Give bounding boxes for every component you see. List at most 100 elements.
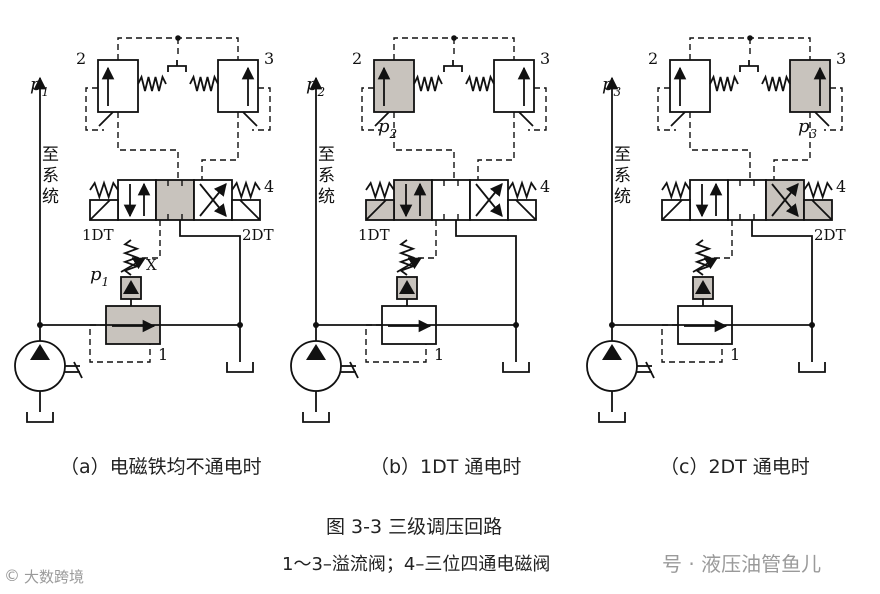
valve-number-1: 1 — [730, 345, 740, 364]
figure-title: 图 3-3 三级调压回路 — [326, 516, 503, 538]
solenoid-2dt — [231, 199, 261, 221]
pump-triangle — [306, 344, 326, 360]
pilot-line-3-to-4 — [477, 112, 515, 180]
tank-pump — [598, 412, 626, 423]
solenoid-2dt-diag — [811, 199, 833, 221]
solenoid-2dt — [803, 199, 833, 221]
valve-1-internal-pilot — [89, 324, 151, 363]
caption-c: （c）2DT 通电时 — [660, 456, 810, 478]
remote-relief-valve-3 — [217, 59, 259, 113]
valve-4-spring-right — [803, 180, 833, 200]
pressure-label: p2 — [306, 74, 325, 99]
valve-3-spring — [761, 74, 791, 92]
valve-1-pilot-cone — [399, 280, 415, 294]
tank-pump — [26, 412, 54, 423]
solenoid-right-label: 2DT — [814, 226, 846, 244]
solenoid-right-label: 2DT — [242, 226, 274, 244]
system-label: 至系统 — [614, 145, 631, 207]
pump-shaft-mark — [349, 361, 359, 379]
tank-return — [226, 362, 254, 373]
pressure-label: p1 — [30, 74, 49, 99]
pilot-line-2-to-4 — [393, 112, 455, 180]
valve-4-tank-line — [179, 220, 241, 325]
valve-number-3: 3 — [836, 49, 846, 68]
valve-1-adjust-arrow — [692, 257, 719, 273]
valve-4-arrow-r2 — [475, 183, 503, 217]
adjust-mark-top — [167, 65, 187, 72]
pilot-line-2-to-4 — [117, 112, 179, 180]
valve-number-1: 1 — [158, 345, 168, 364]
valve-4-spring-left — [661, 180, 691, 200]
valve-4-spring-right — [507, 180, 537, 200]
valve-3-spring — [465, 74, 495, 92]
pilot-line-4-to-1 — [407, 220, 437, 259]
system-label: 至系统 — [318, 145, 335, 207]
pilot-pressure-label: p1 — [90, 264, 109, 289]
valve-4-arrow-r2 — [199, 183, 227, 217]
solenoid-2dt-diag — [239, 199, 261, 221]
caption-b: （b）1DT 通电时 — [370, 456, 522, 478]
pump-shaft-mark — [645, 361, 655, 379]
valve-number-1: 1 — [434, 345, 444, 364]
valve-2-pilot-left — [85, 87, 104, 131]
pump-shaft-mark — [73, 361, 83, 379]
valve-4-cell-0 — [117, 179, 157, 221]
valve-3-spring — [189, 74, 219, 92]
valve-number-3: 3 — [540, 49, 550, 68]
valve-number-4: 4 — [836, 177, 846, 196]
valve-3-drain-diag — [518, 111, 534, 127]
pilot-line-2-to-4 — [689, 112, 751, 180]
valve-4-tank-line — [455, 220, 517, 325]
tank-return — [798, 362, 826, 373]
valve-1-adjust-arrow — [120, 257, 147, 273]
valve-4-arrow-r2 — [771, 183, 799, 217]
adjust-mark-top — [739, 65, 759, 72]
watermark-right: 号 · 液压油管鱼儿 — [662, 552, 822, 576]
solenoid-left-label: 1DT — [358, 226, 390, 244]
valve-4-tank-line — [751, 220, 813, 325]
solenoid-left-label: 1DT — [82, 226, 114, 244]
valve-4-cell-1 — [431, 179, 471, 221]
pressure-label: p3 — [602, 74, 622, 99]
valve-4-spring-left — [89, 180, 119, 200]
solenoid-1dt-diag — [661, 199, 683, 221]
tank-return — [502, 362, 530, 373]
solenoid-1dt-diag — [89, 199, 111, 221]
remote-relief-valve-3 — [789, 59, 831, 113]
valve-2-pilot-left — [361, 87, 380, 131]
valve-number-3: 3 — [264, 49, 274, 68]
valve-3-drain-diag — [814, 111, 830, 127]
pilot-line-3-to-4 — [201, 112, 239, 180]
valve-2-drain-diag — [374, 111, 390, 127]
pump-triangle — [30, 344, 50, 360]
valve-2-spring — [413, 74, 443, 92]
valve-2-pilot-left — [657, 87, 676, 131]
solenoid-1dt — [89, 199, 119, 221]
pilot-line-4-to-1 — [703, 220, 733, 259]
valve-1-pilot-cone — [695, 280, 711, 294]
valve-2-spring — [709, 74, 739, 92]
solenoid-1dt-diag — [365, 199, 387, 221]
valve-1-pilot-cone — [123, 280, 139, 294]
watermark-left-icon: © — [4, 566, 20, 585]
solenoid-1dt — [365, 199, 395, 221]
caption-a: （a）电磁铁均不通电时 — [60, 456, 262, 478]
pilot-x-mark: X — [146, 256, 157, 274]
system-label: 至系统 — [42, 145, 59, 207]
valve-1-internal-pilot — [661, 324, 723, 363]
valve-1-adjust-arrow — [396, 257, 423, 273]
valve-2-spring — [137, 74, 167, 92]
pilot-line-4-to-1 — [131, 220, 161, 259]
remote-relief-valve-2 — [373, 59, 415, 113]
valve-3-pilot-right — [528, 87, 547, 131]
valve-3-pilot-right — [824, 87, 843, 131]
valve-4-spring-right — [231, 180, 261, 200]
valve-4-cell-1 — [155, 179, 195, 221]
valve-2-drain-diag — [98, 111, 114, 127]
solenoid-2dt-diag — [515, 199, 537, 221]
valve-number-2: 2 — [352, 49, 362, 68]
remote-relief-valve-2 — [669, 59, 711, 113]
